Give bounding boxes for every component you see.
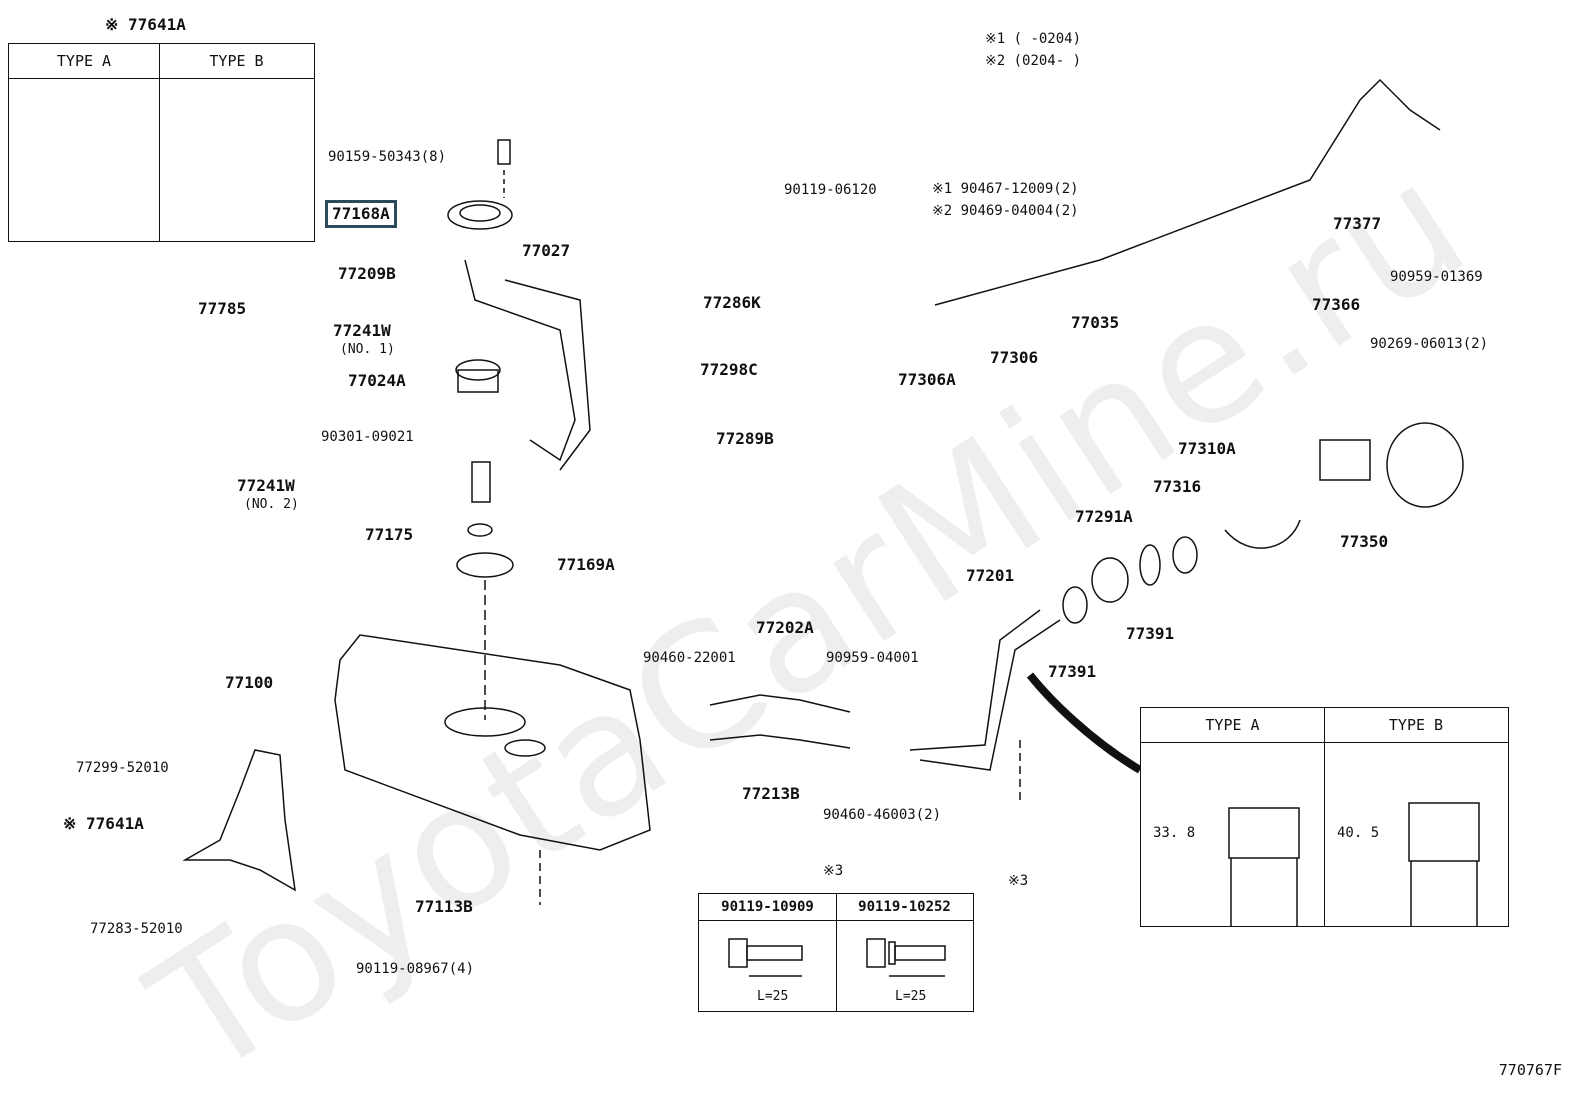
label-77291A[interactable]: 77291A <box>1075 507 1133 526</box>
label-90460-22001[interactable]: 90460-22001 <box>643 650 736 666</box>
gasket-77169A <box>456 552 514 578</box>
fuel-lid-77350 <box>1386 422 1464 508</box>
label-77366[interactable]: 77366 <box>1312 295 1361 314</box>
filler-neck-illustrations <box>1228 802 1480 926</box>
dimension-type-a: 33. 8 <box>1153 825 1196 841</box>
bolt-a-length: L=25 <box>757 989 789 1004</box>
filler-type-table: TYPE A TYPE B 33. 8 40. 5 <box>1140 707 1509 927</box>
label-77169A[interactable]: 77169A <box>557 555 615 574</box>
label-77350[interactable]: 77350 <box>1340 532 1389 551</box>
column-divider <box>836 894 837 1011</box>
label-77283-52010[interactable]: 77283-52010 <box>90 921 183 937</box>
bracket-type-b-header: TYPE B <box>159 44 314 79</box>
label-77202A[interactable]: 77202A <box>756 618 814 637</box>
bolt-b-header: 90119-10252 <box>836 894 973 921</box>
label-90119-06120[interactable]: 90119-06120 <box>784 182 877 198</box>
label-77641A[interactable]: ※ 77641A <box>63 814 144 833</box>
label-77241W-no2[interactable]: 77241W <box>237 476 295 495</box>
label-77377[interactable]: 77377 <box>1333 214 1382 233</box>
bolt-illustrations <box>728 938 946 977</box>
label-77785[interactable]: 77785 <box>198 299 247 318</box>
label-90959-04001[interactable]: 90959-04001 <box>826 650 919 666</box>
label-77035[interactable]: 77035 <box>1071 313 1120 332</box>
label-77289B[interactable]: 77289B <box>716 429 774 448</box>
bracket-type-a-header: TYPE A <box>9 44 159 79</box>
figure-code: 770767F <box>1498 1061 1562 1079</box>
label-90467-12009[interactable]: ※1 90467-12009(2) <box>932 181 1079 197</box>
note-1: ※1 ( -0204) <box>985 31 1082 47</box>
bracket-type-table: TYPE A TYPE B <box>8 43 315 242</box>
label-77391-a[interactable]: 77391 <box>1048 662 1097 681</box>
label-77391-b[interactable]: 77391 <box>1126 624 1175 643</box>
column-divider <box>159 44 160 241</box>
bolt-b-length: L=25 <box>895 989 927 1004</box>
label-77168A-highlighted[interactable]: 77168A <box>325 200 397 228</box>
label-77100[interactable]: 77100 <box>225 673 274 692</box>
note-3-marker: ※3 <box>1008 873 1029 889</box>
label-77241W-no1-sub: (NO. 1) <box>340 342 395 357</box>
bolt-a-header: 90119-10909 <box>699 894 836 921</box>
label-77113B[interactable]: 77113B <box>415 897 473 916</box>
label-90119-08967[interactable]: 90119-08967(4) <box>356 961 475 977</box>
label-77213B[interactable]: 77213B <box>742 784 800 803</box>
bracket-table-title: ※ 77641A <box>105 15 186 34</box>
ring-77168A <box>447 200 513 230</box>
bolt-table: 90119-10909 90119-10252 L=25 L=25 <box>698 893 974 1012</box>
label-77209B[interactable]: 77209B <box>338 264 396 283</box>
label-77299-52010[interactable]: 77299-52010 <box>76 760 169 776</box>
bolt-table-title: ※3 <box>823 863 844 879</box>
fuel-tank-77100 <box>334 634 651 851</box>
label-77306A[interactable]: 77306A <box>898 370 956 389</box>
label-90469-04004[interactable]: ※2 90469-04004(2) <box>932 203 1079 219</box>
filler-type-b-header: TYPE B <box>1324 708 1508 743</box>
label-90959-01369[interactable]: 90959-01369 <box>1390 269 1483 285</box>
label-77286K[interactable]: 77286K <box>703 293 761 312</box>
label-77175[interactable]: 77175 <box>365 525 414 544</box>
bolt-90159 <box>497 139 511 165</box>
label-77241W-no1[interactable]: 77241W <box>333 321 391 340</box>
dimension-type-b: 40. 5 <box>1337 825 1380 841</box>
label-90301-09021[interactable]: 90301-09021 <box>321 429 414 445</box>
filler-type-a-header: TYPE A <box>1141 708 1324 743</box>
label-77201[interactable]: 77201 <box>966 566 1015 585</box>
label-90269-06013[interactable]: 90269-06013(2) <box>1370 336 1489 352</box>
label-77298C[interactable]: 77298C <box>700 360 758 379</box>
label-77310A[interactable]: 77310A <box>1178 439 1236 458</box>
label-77027[interactable]: 77027 <box>522 241 571 260</box>
label-77241W-no2-sub: (NO. 2) <box>244 497 299 512</box>
label-77306[interactable]: 77306 <box>990 348 1039 367</box>
label-90460-46003[interactable]: 90460-46003(2) <box>823 807 942 823</box>
label-90159-50343[interactable]: 90159-50343(8) <box>328 149 447 165</box>
label-77316[interactable]: 77316 <box>1153 477 1202 496</box>
note-2: ※2 (0204- ) <box>985 53 1082 69</box>
column-divider <box>1324 708 1325 926</box>
label-77024A[interactable]: 77024A <box>348 371 406 390</box>
